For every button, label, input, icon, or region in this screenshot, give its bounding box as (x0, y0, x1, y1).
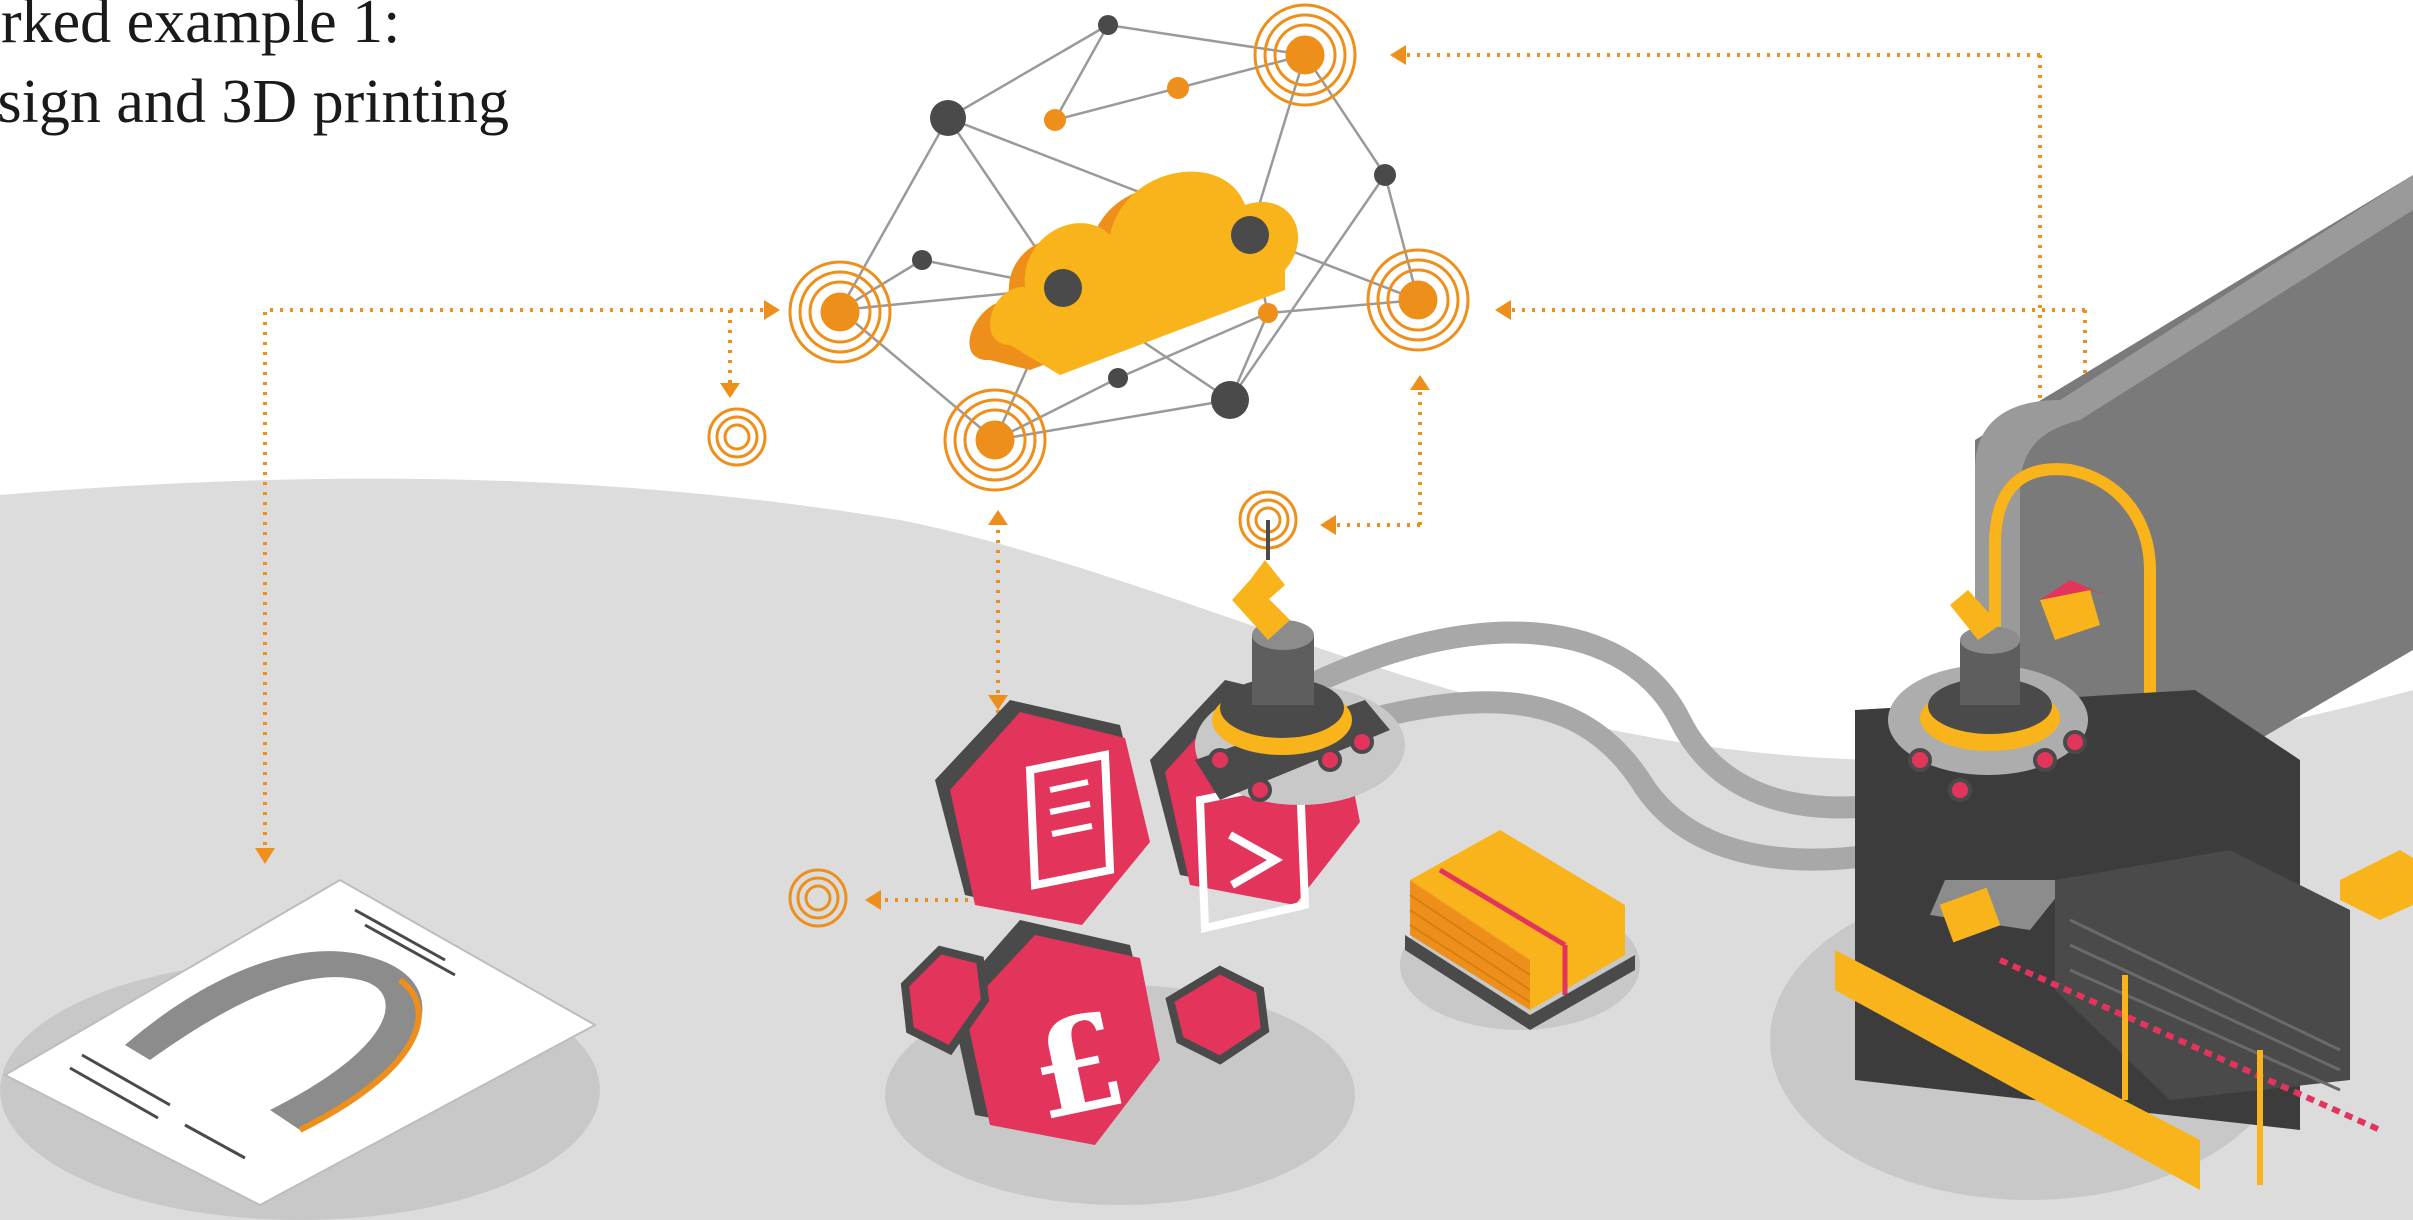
signal-rings-icon (707, 3, 2068, 928)
diagram-title: orked example 1: esign and 3D printing (0, 0, 509, 142)
design-drawing-icon (0, 878, 600, 1220)
3d-printer-machine-icon (1770, 175, 2413, 1200)
title-line-2: esign and 3D printing (0, 68, 509, 136)
robotic-arm-icon (1195, 520, 1405, 805)
title-line-1: orked example 1: (0, 0, 401, 56)
cloud-icon (969, 171, 1299, 375)
timber-pallet-icon (1400, 830, 1640, 1030)
network-nodes (912, 15, 1396, 419)
document-icon (1025, 750, 1115, 890)
